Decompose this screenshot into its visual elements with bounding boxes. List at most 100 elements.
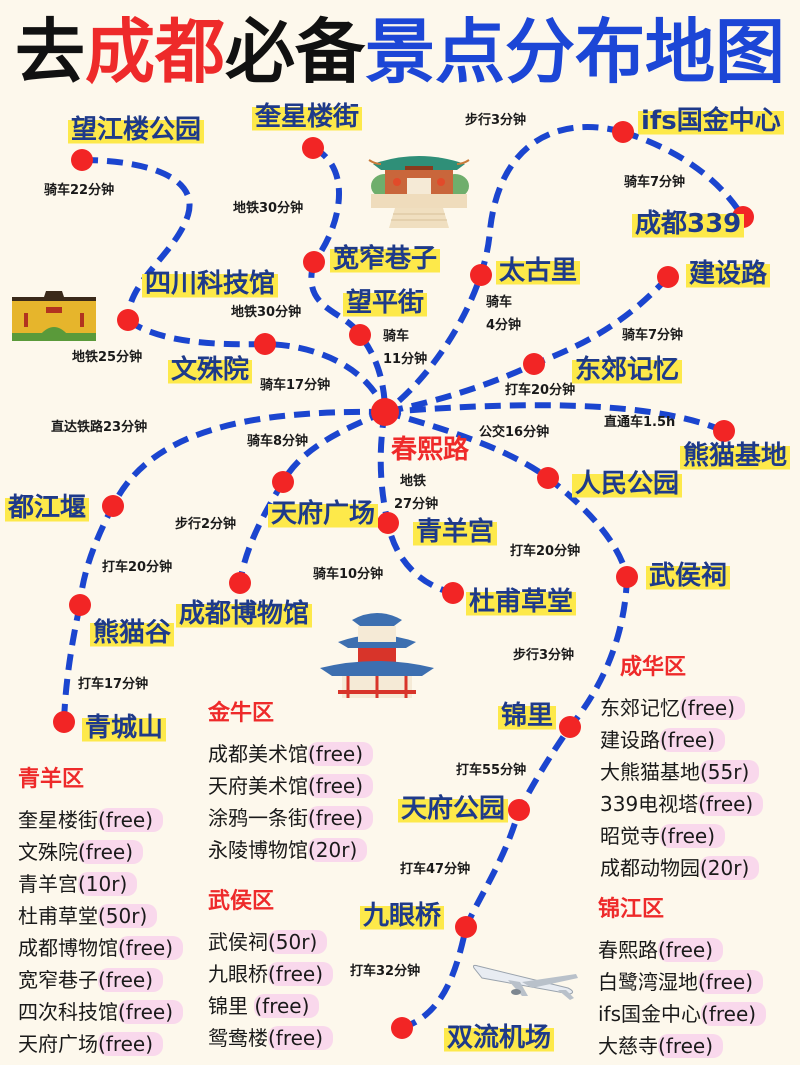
stop-kuixinglou[interactable] — [302, 137, 324, 159]
stop-panda-base[interactable] — [713, 420, 735, 442]
stop-tianfu-guangchang[interactable] — [272, 471, 294, 493]
stop-sichuan-kjg[interactable] — [117, 309, 139, 331]
stop-dongjiao[interactable] — [523, 353, 545, 375]
stop-qingyanggong[interactable] — [377, 512, 399, 534]
place-label-qingchengshan[interactable]: 青城山 — [82, 712, 167, 744]
route-sichuan-hub — [126, 317, 388, 414]
travel-note: 地铁30分钟 — [231, 305, 302, 320]
stop-wenshuyuan[interactable] — [254, 333, 276, 355]
title-part-4: 景点分布地图 — [365, 11, 785, 93]
district-list: 春熙路(free) 白鹭湾湿地(free) ifs国金中心(free) 大慈寺(… — [598, 934, 767, 1062]
list-item: 大熊猫基地(55r) — [600, 756, 763, 788]
travel-note: 步行2分钟 — [175, 517, 237, 532]
district-heading: 成华区 — [620, 655, 687, 680]
route-ifs-339 — [622, 129, 746, 219]
list-item: 昭觉寺(free) — [600, 820, 763, 852]
place-label-wangjianglou[interactable]: 望江楼公园 — [68, 114, 205, 146]
place-label-dufu[interactable]: 杜甫草堂 — [466, 586, 577, 618]
travel-note: 地铁25分钟 — [72, 350, 143, 365]
airplane-icon — [473, 964, 578, 1000]
place-label-renmin-gongyuan[interactable]: 人民公园 — [572, 468, 683, 500]
stop-wangjianglou[interactable] — [71, 149, 93, 171]
stop-jinli[interactable] — [559, 716, 581, 738]
gate-illustration — [365, 142, 473, 230]
district-qingyang: 青羊区 奎星楼街(free) 文殊院(free) 青羊宫(10r) 杜甫草堂(5… — [18, 766, 184, 1060]
place-label-jiuyanqiao[interactable]: 九眼桥 — [360, 900, 445, 932]
stop-chunxilu-hub[interactable] — [371, 398, 399, 426]
place-label-dujiangyan[interactable]: 都江堰 — [5, 492, 90, 524]
place-label-shuangliu[interactable]: 双流机场 — [444, 1022, 555, 1054]
list-item: 白鹭湾湿地(free) — [598, 966, 766, 998]
place-label-jinli[interactable]: 锦里 — [498, 700, 557, 732]
place-label-jianshelu[interactable]: 建设路 — [686, 258, 771, 290]
place-label-wenshuyuan[interactable]: 文殊院 — [168, 354, 253, 386]
hub-label-chunxilu[interactable]: 春熙路 — [391, 435, 470, 465]
stop-shuangliu[interactable] — [391, 1017, 413, 1039]
travel-note: 骑车7分钟 — [622, 328, 684, 343]
list-item: 宽窄巷子(free) — [18, 964, 183, 996]
travel-note: 打车20分钟 — [505, 383, 576, 398]
district-chenghua: 成华区 东郊记忆(free) 建设路(free) 大熊猫基地(55r) 339电… — [600, 654, 764, 884]
place-label-tianfu-gongyuan[interactable]: 天府公园 — [398, 793, 509, 825]
stop-wangpingjie[interactable] — [349, 324, 371, 346]
stop-qingchengshan[interactable] — [53, 711, 75, 733]
route-dujiangyan-qingcheng — [61, 604, 83, 723]
travel-note: 地铁30分钟 — [233, 201, 304, 216]
list-item: 成都动物园(20r) — [600, 852, 763, 884]
place-label-taiguli[interactable]: 太古里 — [496, 255, 581, 287]
route-ifs-hub — [383, 124, 624, 415]
list-item: 天府广场(free) — [18, 1028, 183, 1060]
travel-note: 直达铁路23分钟 — [51, 420, 148, 435]
travel-note: 打车32分钟 — [350, 964, 421, 979]
list-item: 奎星楼街(free) — [18, 804, 183, 836]
place-label-xiongmaogu[interactable]: 熊猫谷 — [90, 617, 175, 649]
travel-note: 步行3分钟 — [513, 648, 575, 663]
route-hub-panda-base — [384, 402, 726, 434]
district-list: 奎星楼街(free) 文殊院(free) 青羊宫(10r) 杜甫草堂(50r) … — [18, 804, 184, 1060]
travel-note: 步行3分钟 — [465, 113, 527, 128]
stop-jiuyanqiao[interactable] — [455, 916, 477, 938]
place-label-chengdu-bwg[interactable]: 成都博物馆 — [176, 598, 313, 630]
place-label-dongjiao[interactable]: 东郊记忆 — [572, 354, 683, 386]
stop-wuhouci[interactable] — [616, 566, 638, 588]
list-item: 杜甫草堂(50r) — [18, 900, 183, 932]
place-label-ifs[interactable]: ifs国金中心 — [638, 105, 784, 137]
travel-note: 27分钟 — [394, 497, 439, 512]
place-label-chengdu339[interactable]: 成都339 — [632, 208, 745, 240]
stop-dufu[interactable] — [442, 582, 464, 604]
travel-note: 打车47分钟 — [400, 862, 471, 877]
stop-taiguli[interactable] — [470, 264, 492, 286]
district-heading: 武侯区 — [208, 889, 275, 914]
stop-jianshelu[interactable] — [657, 266, 679, 288]
list-item: 九眼桥(free) — [208, 958, 334, 990]
place-label-sichuan-kjg[interactable]: 四川科技馆 — [142, 268, 279, 300]
stop-tianfu-gongyuan[interactable] — [508, 799, 530, 821]
list-item: 天府美术馆(free) — [208, 770, 374, 802]
list-item: 青羊宫(10r) — [18, 868, 183, 900]
travel-note: 骑车8分钟 — [247, 434, 309, 449]
place-label-wangpingjie[interactable]: 望平街 — [343, 287, 428, 319]
district-heading: 青羊区 — [18, 767, 85, 792]
stop-dujiangyan[interactable] — [102, 495, 124, 517]
stop-chengdu-bwg[interactable] — [229, 572, 251, 594]
plane-illustration — [472, 962, 580, 1012]
stop-renmin-gongyuan[interactable] — [537, 467, 559, 489]
list-item: 锦里 (free) — [208, 990, 333, 1022]
place-label-wuhouci[interactable]: 武侯祠 — [646, 560, 731, 592]
place-label-panda-base[interactable]: 熊猫基地 — [680, 440, 791, 472]
route-kuixing-kuanzhai — [311, 145, 342, 264]
stop-xiongmaogu[interactable] — [69, 594, 91, 616]
travel-note: 打车20分钟 — [102, 560, 173, 575]
travel-note: 公交16分钟 — [479, 425, 550, 440]
stop-kuanzhai[interactable] — [303, 251, 325, 273]
list-item: 武侯祠(50r) — [208, 926, 333, 958]
place-label-qingyanggong[interactable]: 青羊宫 — [413, 516, 498, 548]
stop-ifs[interactable] — [612, 121, 634, 143]
travel-note: 地铁 — [400, 474, 427, 489]
district-list: 武侯祠(50r) 九眼桥(free) 锦里 (free) 鸳鸯楼(free) — [208, 926, 334, 1054]
place-label-kuanzhai[interactable]: 宽窄巷子 — [330, 243, 441, 275]
place-label-kuixinglou[interactable]: 奎星楼街 — [252, 101, 363, 133]
travel-note: 打车20分钟 — [510, 544, 581, 559]
district-wuhou: 武侯区 武侯祠(50r) 九眼桥(free) 锦里 (free) 鸳鸯楼(fre… — [208, 888, 334, 1054]
place-label-tianfu-guangchang[interactable]: 天府广场 — [268, 498, 379, 530]
